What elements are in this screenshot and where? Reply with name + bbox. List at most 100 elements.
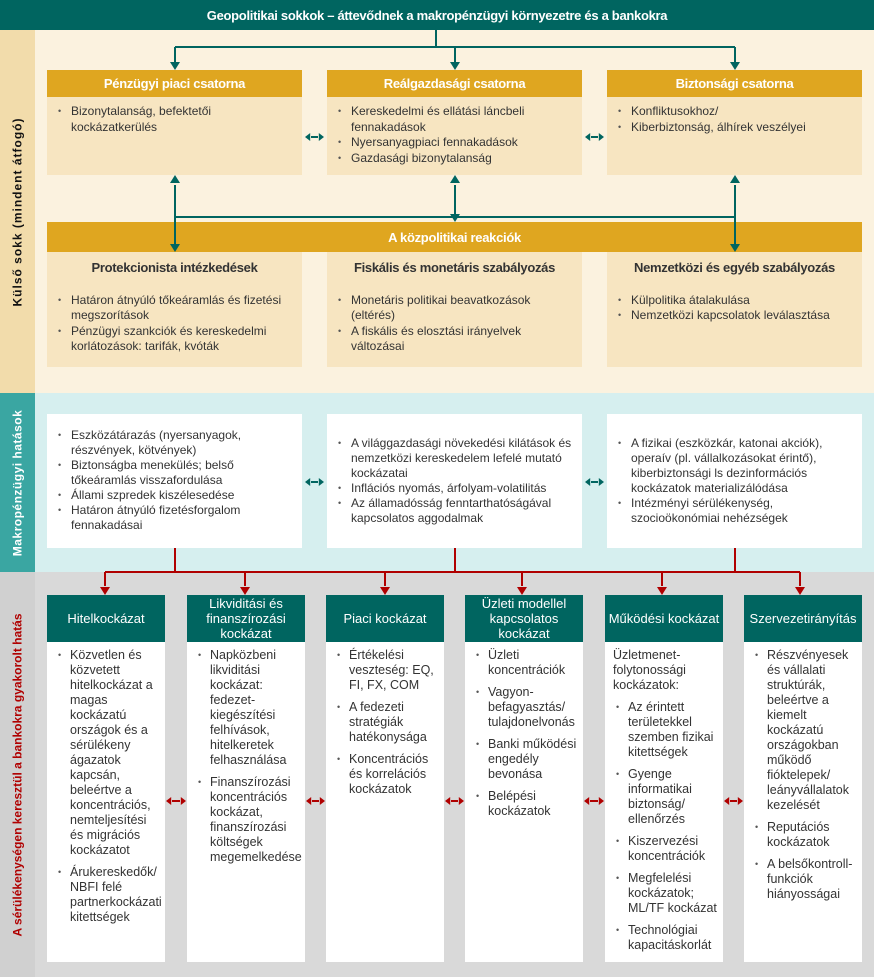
channel-items: Konfliktusokhoz/Kiberbiztonság, álhírek … (615, 104, 854, 135)
arrowhead-icon (730, 62, 740, 70)
list-item: A belsőkontroll-funkciók hiányosságai (752, 857, 856, 902)
list-item: Nyersanyagpiaci fennakadások (335, 135, 574, 151)
list-item: Inflációs nyomás, árfolyam-volatilitás (335, 481, 574, 496)
list-item: Az államadósság fenntarthatóságával kapc… (335, 496, 574, 526)
risk-intro: Üzletmenet-folytonossági kockázatok: (613, 648, 686, 692)
risk-body: Közvetlen és közvetett hitelkockázat a m… (47, 642, 165, 962)
arrowhead-icon (166, 797, 172, 805)
list-item: Konfliktusokhoz/ (615, 104, 854, 120)
risk-header: Piaci kockázat (326, 595, 444, 642)
risk-body: Üzletmenet-folytonossági kockázatok: Az é… (605, 642, 723, 962)
channel-items: Bizonytalanság, befektetői kockázatkerül… (55, 104, 294, 135)
arrowhead-icon (458, 797, 464, 805)
list-item: Pénzügyi szankciók és kereskedelmi korlá… (55, 324, 294, 355)
list-item: Külpolitika átalakulása (615, 293, 854, 309)
list-item: Kiszervezési koncentrációk (613, 834, 717, 864)
list-item: Biztonságba menekülés; belső tőkeáramlás… (55, 458, 294, 488)
arrowhead-icon (170, 62, 180, 70)
arrowhead-icon (319, 797, 325, 805)
policy-column: Protekcionista intézkedésekHatáron átnyú… (47, 252, 302, 367)
list-item: Nemzetközi kapcsolatok leválasztása (615, 308, 854, 324)
macro-effect-box: A világgazdasági növekedési kilátások és… (327, 414, 582, 548)
list-item: Árukereskedők/ NBFI felé partnerkockázat… (55, 865, 162, 925)
arrowhead-icon (305, 133, 311, 141)
arrowhead-icon (730, 244, 740, 252)
list-item: Monetáris politikai beavatkozások (eltér… (335, 293, 574, 324)
risk-header: Üzleti modellel kapcsolatos kockázat (465, 595, 583, 642)
channel-header: Biztonsági csatorna (607, 70, 862, 97)
arrowhead-icon (598, 797, 604, 805)
list-item: Gyenge informatikai biztonság/ ellenőrzé… (613, 767, 717, 827)
list-item: Az érintett területekkel szemben fizikai… (613, 700, 717, 760)
list-item: A fedezeti stratégiák hatékonysága (334, 700, 438, 745)
policy-items: Monetáris politikai beavatkozások (eltér… (335, 293, 574, 355)
list-item: Részvényesek és vállalati struktúrák, be… (752, 648, 856, 813)
channel-body: Bizonytalanság, befektetői kockázatkerül… (47, 97, 302, 175)
risk-items: Napközbeni likviditási kockázat: fedezet… (195, 648, 302, 865)
risk-body: Részvényesek és vállalati struktúrák, be… (744, 642, 862, 962)
policy-items: Határon átnyúló tőkeáramlás és fizetési … (55, 293, 294, 355)
arrowhead-icon (730, 175, 740, 183)
risk-items: Az érintett területekkel szemben fizikai… (613, 700, 717, 953)
risk-items: Közvetlen és közvetett hitelkockázat a m… (55, 648, 162, 925)
list-item: Eszközátárazás (nyersanyagok, részvények… (55, 428, 294, 458)
risk-body: Üzleti koncentrációkVagyon-befagyasztás/… (465, 642, 583, 962)
arrowhead-icon (450, 62, 460, 70)
policy-header: A közpolitikai reakciók (47, 222, 862, 252)
list-item: Közvetlen és közvetett hitelkockázat a m… (55, 648, 159, 858)
arrowhead-icon (657, 587, 667, 595)
arrowhead-icon (380, 587, 390, 595)
arrowhead-icon (584, 797, 590, 805)
policy-column: Nemzetközi és egyéb szabályozásKülpoliti… (607, 252, 862, 367)
policy-column-title: Fiskális és monetáris szabályozás (353, 260, 556, 275)
list-item: Banki működési engedély bevonása (473, 737, 577, 782)
risk-items: Értékelési veszteség: EQ, FI, FX, COM A f… (334, 648, 438, 797)
policy-column-title: Protekcionista intézkedések (91, 260, 258, 275)
arrowhead-icon (450, 214, 460, 222)
risk-header: Működési kockázat (605, 595, 723, 642)
channel-body: Konfliktusokhoz/Kiberbiztonság, álhírek … (607, 97, 862, 175)
list-item: Intézményi sérülékenység, szocioökonómia… (615, 496, 854, 526)
channel-header: Pénzügyi piaci csatorna (47, 70, 302, 97)
policy-items: Külpolitika átalakulásaNemzetközi kapcso… (615, 293, 854, 324)
arrowhead-icon (598, 133, 604, 141)
list-item: Technológiai kapacitáskorlát (613, 923, 717, 953)
arrowhead-icon (450, 175, 460, 183)
list-item: Belépési kockázatok (473, 789, 577, 819)
channel-header: Reálgazdasági csatorna (327, 70, 582, 97)
risk-items: Részvényesek és vállalati struktúrák, be… (752, 648, 856, 902)
arrowhead-icon (724, 797, 730, 805)
list-item: Értékelési veszteség: EQ, FI, FX, COM (334, 648, 438, 693)
risk-header: Hitelkockázat (47, 595, 165, 642)
list-item: Megfelelési kockázatok; ML/TF kockázat (613, 871, 717, 916)
macro-effect-box: A fizikai (eszközkár, katonai akciók), o… (607, 414, 862, 548)
arrowhead-icon (318, 478, 324, 486)
risk-body: Napközbeni likviditási kockázat: fedezet… (187, 642, 305, 962)
list-item: Állami szpredek kiszélesedése (55, 488, 294, 503)
list-item: Határon átnyúló tőkeáramlás és fizetési … (55, 293, 294, 324)
arrowhead-icon (598, 478, 604, 486)
policy-column: Fiskális és monetáris szabályozásMonetár… (327, 252, 582, 367)
macro-items: A világgazdasági növekedési kilátások és… (335, 436, 574, 526)
policy-column-title: Nemzetközi és egyéb szabályozás (634, 260, 835, 275)
arrowhead-icon (180, 797, 186, 805)
list-item: Reputációs kockázatok (752, 820, 856, 850)
diagram-title: Geopolitikai sokkok – áttevődnek a makro… (0, 0, 874, 30)
arrowhead-icon (585, 478, 591, 486)
list-item: A fiskális és elosztási irányelvek válto… (335, 324, 574, 355)
arrowhead-icon (306, 797, 312, 805)
arrowhead-icon (240, 587, 250, 595)
macro-items: Eszközátárazás (nyersanyagok, részvények… (55, 428, 294, 533)
arrowhead-icon (170, 244, 180, 252)
arrowhead-icon (170, 175, 180, 183)
macro-effect-box: Eszközátárazás (nyersanyagok, részvények… (47, 414, 302, 548)
arrowhead-icon (318, 133, 324, 141)
risk-header: Szervezetirányítás (744, 595, 862, 642)
risk-items: Üzleti koncentrációkVagyon-befagyasztás/… (473, 648, 577, 819)
macro-items: A fizikai (eszközkár, katonai akciók), o… (615, 436, 854, 526)
arrowhead-icon (445, 797, 451, 805)
arrowhead-icon (737, 797, 743, 805)
list-item: Üzleti koncentrációk (473, 648, 577, 678)
list-item: Bizonytalanság, befektetői kockázatkerül… (55, 104, 294, 135)
